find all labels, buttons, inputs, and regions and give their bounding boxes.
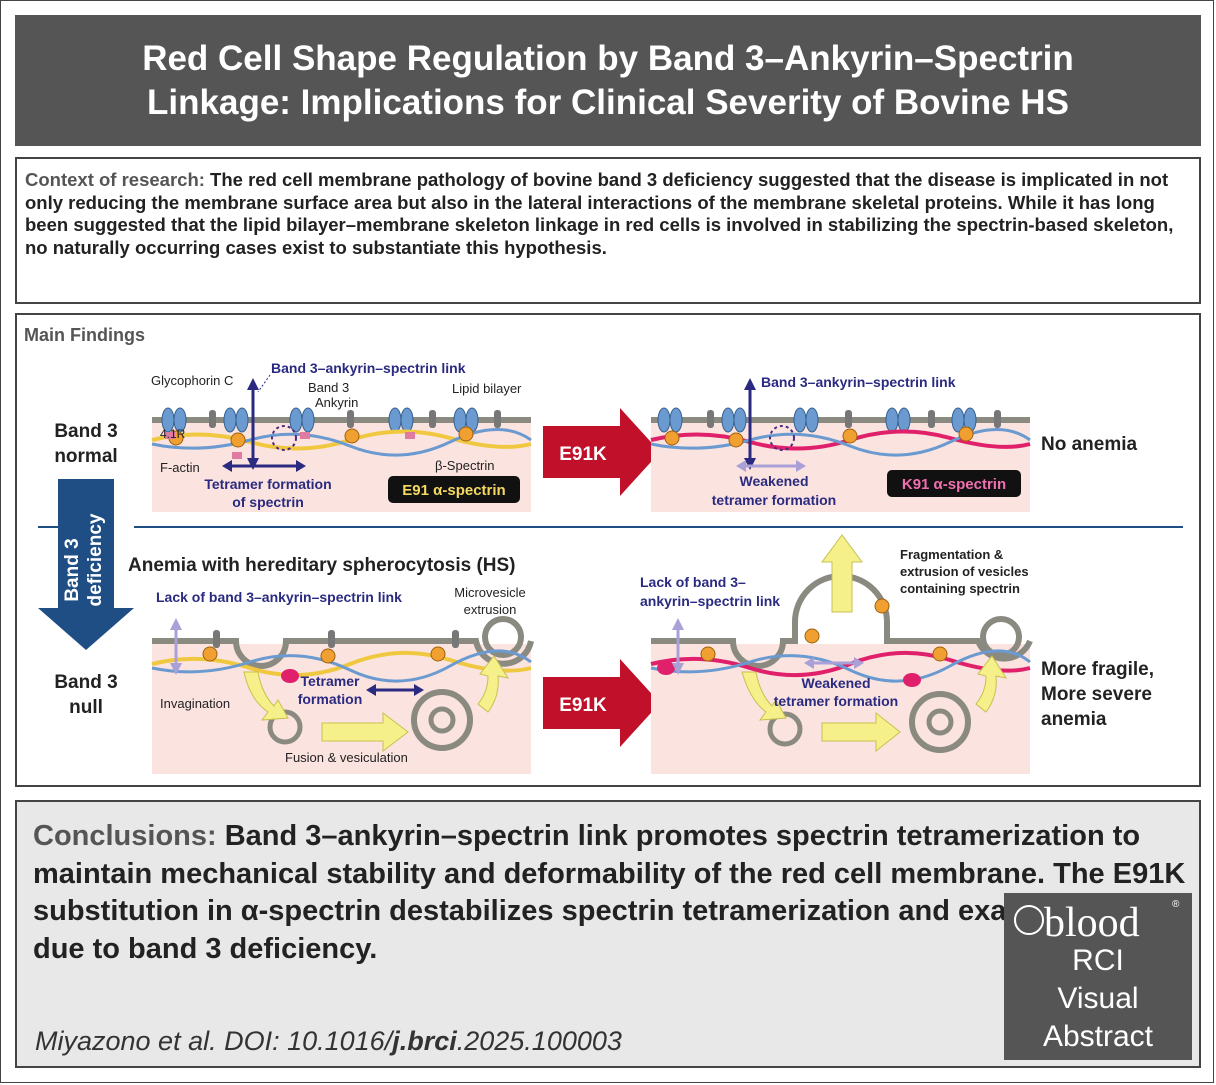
label-tetramer2-line-1: Tetramer [301, 673, 360, 689]
label-tetramer-line-2: of spectrin [232, 494, 304, 510]
label-ankyrin: Ankyrin [315, 395, 358, 410]
panel-null-k91 [650, 534, 1033, 774]
e91-badge-text: E91 α-spectrin [402, 482, 505, 499]
row-normal-line-1: Band 3 [54, 421, 117, 442]
lipid-bilayer [152, 417, 531, 423]
e91k-arrow-bottom [543, 659, 660, 747]
deficiency-arrow [38, 479, 134, 650]
citation-suffix: .2025.100003 [456, 1026, 622, 1056]
context-label: Context of research: [25, 169, 205, 190]
label-link-top-left: Band 3–ankyrin–spectrin link [271, 360, 466, 376]
label-weakened-bottom-line-1: Weakened [802, 675, 871, 691]
conclusion-text: Band 3–ankyrin–spectrin link promotes sp… [33, 820, 1186, 965]
title-line-2: Linkage: Implications for Clinical Sever… [147, 82, 1069, 122]
label-fragile-line-1: More fragile, [1041, 659, 1154, 680]
deficiency-arrow-line-2: deficiency [85, 513, 106, 606]
label-weakened-top-line-2: tetramer formation [712, 492, 836, 508]
label-f-actin: F-actin [160, 460, 200, 475]
k91-badge-text: K91 α-spectrin [902, 476, 1006, 493]
title-banner: Red Cell Shape Regulation by Band 3–Anky… [15, 15, 1201, 146]
label-fragile-line-3: anemia [1041, 709, 1107, 730]
label-tetramer-line-1: Tetramer formation [204, 476, 331, 492]
label-weakened-top-line-1: Weakened [740, 473, 809, 489]
e91k-arrow-top [543, 408, 660, 496]
citation-prefix: Miyazono et al. DOI: 10.1016/ [35, 1026, 393, 1056]
row-null-line-2: null [69, 697, 103, 718]
panel-normal-e91 [151, 374, 532, 512]
label-link-top-right: Band 3–ankyrin–spectrin link [761, 374, 956, 390]
label-4-1r: 4.1R [160, 427, 186, 441]
findings-diagram: Main Findings Band 3–ankyrin–spectrin li… [24, 325, 1183, 774]
label-frag-line-3: containing spectrin [900, 581, 1020, 596]
deficiency-arrow-line-1: Band 3 [62, 538, 83, 601]
e91k-arrow-top-label: E91K [559, 444, 607, 465]
citation-journal: j.brci [392, 1026, 457, 1056]
label-band3: Band 3 [308, 380, 349, 395]
label-lipid-bilayer: Lipid bilayer [452, 381, 522, 396]
title-line-1: Red Cell Shape Regulation by Band 3–Anky… [142, 38, 1074, 78]
label-microvesicle-line-2: extrusion [464, 602, 517, 617]
conclusion-text-block: Conclusions: Band 3–ankyrin–spectrin lin… [33, 818, 1193, 968]
page-title: Red Cell Shape Regulation by Band 3–Anky… [142, 37, 1074, 125]
label-hs-heading: Anemia with hereditary spherocytosis (HS… [128, 555, 516, 576]
logo-line-1: RCI [1072, 944, 1124, 977]
panel-normal-k91 [650, 378, 1031, 512]
label-frag-line-2: extrusion of vesicles [900, 564, 1029, 579]
main-findings-box [15, 313, 1201, 787]
label-fragile-line-2: More severe [1041, 684, 1152, 705]
e91k-arrow-bottom-label: E91K [559, 695, 607, 716]
label-lack-right-line-1: Lack of band 3– [640, 574, 746, 590]
label-microvesicle-line-1: Microvesicle [454, 585, 526, 600]
blood-rci-logo: blood ® RCI Visual Abstract [1004, 893, 1192, 1060]
label-fusion: Fusion & vesiculation [285, 750, 408, 765]
label-weakened-bottom-line-2: tetramer formation [774, 693, 898, 709]
logo-line-3: Abstract [1042, 1020, 1154, 1053]
citation: Miyazono et al. DOI: 10.1016/j.brci.2025… [35, 1026, 622, 1057]
panel-null-e91 [151, 616, 534, 774]
context-text: The red cell membrane pathology of bovin… [25, 169, 1174, 258]
label-invagination: Invagination [160, 696, 230, 711]
label-lack-left: Lack of band 3–ankyrin–spectrin link [156, 589, 402, 605]
label-beta-spectrin: β-Spectrin [435, 458, 495, 473]
row-normal-line-2: normal [54, 446, 117, 467]
conclusion-label: Conclusions: [33, 820, 217, 852]
logo-registered: ® [1172, 899, 1180, 910]
label-glycophorin: Glycophorin C [151, 373, 233, 388]
label-frag-line-1: Fragmentation & [900, 547, 1003, 562]
label-no-anemia: No anemia [1041, 434, 1138, 455]
conclusion-box: Conclusions: Band 3–ankyrin–spectrin lin… [15, 800, 1201, 1068]
row-null-line-1: Band 3 [54, 672, 117, 693]
e91-badge [388, 476, 520, 503]
logo-brand: blood [1044, 900, 1140, 946]
findings-heading: Main Findings [24, 325, 145, 345]
logo-line-2: Visual [1057, 982, 1139, 1015]
label-lack-right-line-2: ankyrin–spectrin link [640, 593, 780, 609]
label-tetramer2-line-2: formation [298, 691, 363, 707]
context-box: Context of research: The red cell membra… [15, 157, 1201, 304]
society-seal-icon [1014, 905, 1044, 935]
